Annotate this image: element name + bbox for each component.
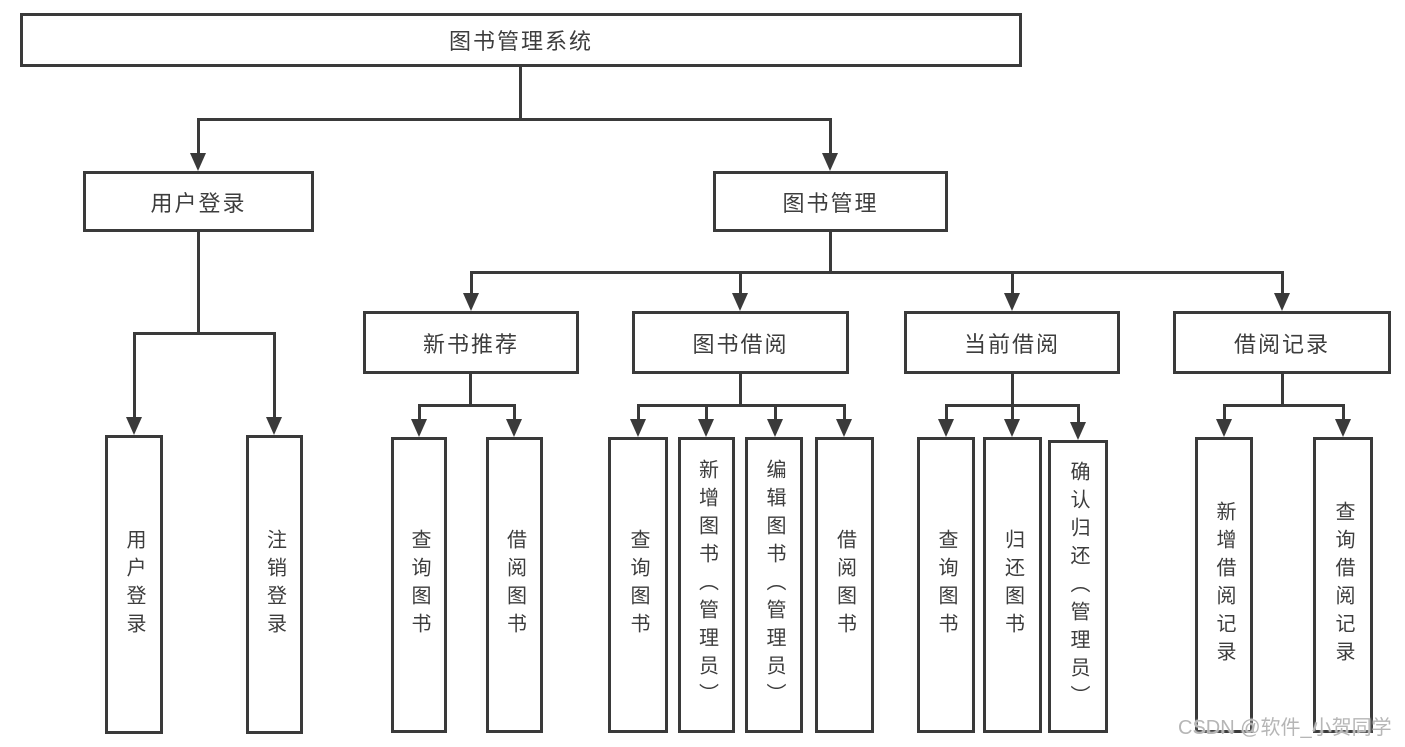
node-book-management: 图书管理 [713, 171, 948, 232]
csdn-watermark: CSDN @软件_小贺同学 [1178, 717, 1392, 739]
node-book-management-label: 图书管理 [782, 190, 879, 216]
leaf-query-borrow-record-label: 查询借阅记录 [1332, 501, 1354, 669]
connector-drop-B3 [774, 404, 777, 420]
arrowhead-down-icon [1335, 419, 1351, 437]
node-current-borrow-label: 当前借阅 [963, 331, 1060, 357]
arrowhead-down-icon [938, 419, 954, 437]
leaf-edit-books-admin: 编辑图书（管理员） [745, 437, 803, 733]
connector-groupB-stem [739, 374, 742, 407]
leaf-query-borrow-record: 查询借阅记录 [1313, 437, 1373, 733]
leaf-add-borrow-record: 新增借阅记录 [1195, 437, 1253, 733]
arrowhead-down-icon [1004, 293, 1020, 311]
leaf-confirm-return-admin-label: 确认归还（管理员） [1067, 460, 1089, 713]
connector-groupA-branch [418, 404, 516, 407]
leaf-borrow-books: 借阅图书 [815, 437, 874, 733]
connector-root-branch [197, 118, 832, 121]
leaf-query-books-current: 查询图书 [917, 437, 975, 733]
arrowhead-down-icon [1004, 419, 1020, 437]
leaf-user-login-label: 用户登录 [123, 528, 145, 641]
connector-groupA-stem [469, 374, 472, 407]
connector-drop-leaf-user-login [133, 332, 136, 418]
connector-drop-leaf-logout [273, 332, 276, 418]
node-book-management-system-label: 图书管理系统 [448, 29, 593, 54]
leaf-user-login: 用户登录 [105, 435, 163, 734]
node-user-login-label: 用户登录 [150, 190, 247, 216]
leaf-return-books-label: 归还图书 [1001, 529, 1024, 641]
leaf-add-borrow-record-label: 新增借阅记录 [1213, 501, 1235, 669]
connector-drop-current-borrow [1011, 271, 1014, 295]
connector-drop-C3 [1077, 404, 1080, 423]
arrowhead-down-icon [836, 419, 852, 437]
connector-root-stem [519, 66, 522, 119]
leaf-add-books-admin: 新增图书（管理员） [678, 437, 735, 733]
arrowhead-down-icon [1216, 419, 1232, 437]
connector-user-login-stem [197, 232, 200, 334]
leaf-query-books-borrow: 查询图书 [608, 437, 668, 733]
arrowhead-down-icon [1274, 293, 1290, 311]
connector-drop-B4 [843, 404, 846, 420]
leaf-borrow-books-recommend: 借阅图书 [486, 437, 543, 733]
node-borrow-records: 借阅记录 [1173, 311, 1391, 374]
connector-drop-B1 [637, 404, 640, 420]
connector-drop-borrow-records [1281, 271, 1284, 295]
leaf-query-books-recommend-label: 查询图书 [408, 529, 430, 641]
node-new-book-recommend: 新书推荐 [363, 311, 579, 374]
leaf-return-books: 归还图书 [983, 437, 1042, 733]
connector-drop-new-book [470, 271, 473, 295]
connector-drop-A1 [418, 404, 421, 420]
connector-drop-C2 [1011, 404, 1014, 420]
leaf-query-books-borrow-label: 查询图书 [627, 529, 649, 641]
leaf-add-books-admin-label: 新增图书（管理员） [695, 459, 718, 711]
connector-user-login-branch [133, 332, 276, 335]
connector-drop-A2 [513, 404, 516, 420]
connector-groupB-branch [637, 404, 846, 407]
leaf-logout: 注销登录 [246, 435, 303, 734]
arrowhead-down-icon [411, 419, 427, 437]
node-book-management-system: 图书管理系统 [20, 13, 1022, 67]
connector-groupD-stem [1281, 374, 1284, 407]
leaf-borrow-books-label: 借阅图书 [833, 529, 856, 641]
leaf-query-books-current-label: 查询图书 [935, 529, 957, 641]
leaf-query-books-recommend: 查询图书 [391, 437, 447, 733]
connector-drop-user-login [197, 118, 200, 155]
arrowhead-down-icon [266, 417, 282, 435]
connector-groupD-branch [1223, 404, 1345, 407]
node-new-book-recommend-label: 新书推荐 [422, 331, 519, 357]
connector-drop-D2 [1342, 404, 1345, 420]
node-book-borrow-label: 图书借阅 [692, 331, 789, 357]
connector-groupC-stem [1011, 374, 1014, 407]
arrowhead-down-icon [767, 419, 783, 437]
node-current-borrow: 当前借阅 [904, 311, 1120, 374]
leaf-logout-label: 注销登录 [263, 528, 286, 641]
connector-drop-book-management [829, 118, 832, 155]
leaf-edit-books-admin-label: 编辑图书（管理员） [763, 459, 785, 711]
connector-book-management-stem [829, 232, 832, 274]
leaf-borrow-books-recommend-label: 借阅图书 [503, 529, 526, 641]
arrowhead-down-icon [126, 417, 142, 435]
arrowhead-down-icon [630, 419, 646, 437]
connector-drop-B2 [705, 404, 708, 420]
arrowhead-down-icon [463, 293, 479, 311]
arrowhead-down-icon [190, 153, 206, 171]
arrowhead-down-icon [1070, 422, 1086, 440]
node-book-borrow: 图书借阅 [632, 311, 849, 374]
connector-drop-C1 [945, 404, 948, 420]
arrowhead-down-icon [506, 419, 522, 437]
node-user-login: 用户登录 [83, 171, 314, 232]
arrowhead-down-icon [822, 153, 838, 171]
arrowhead-down-icon [698, 419, 714, 437]
node-borrow-records-label: 借阅记录 [1233, 331, 1330, 357]
connector-drop-book-borrow [739, 271, 742, 295]
leaf-confirm-return-admin: 确认归还（管理员） [1048, 440, 1108, 733]
arrowhead-down-icon [732, 293, 748, 311]
connector-book-management-branch [470, 271, 1283, 274]
connector-drop-D1 [1223, 404, 1226, 420]
